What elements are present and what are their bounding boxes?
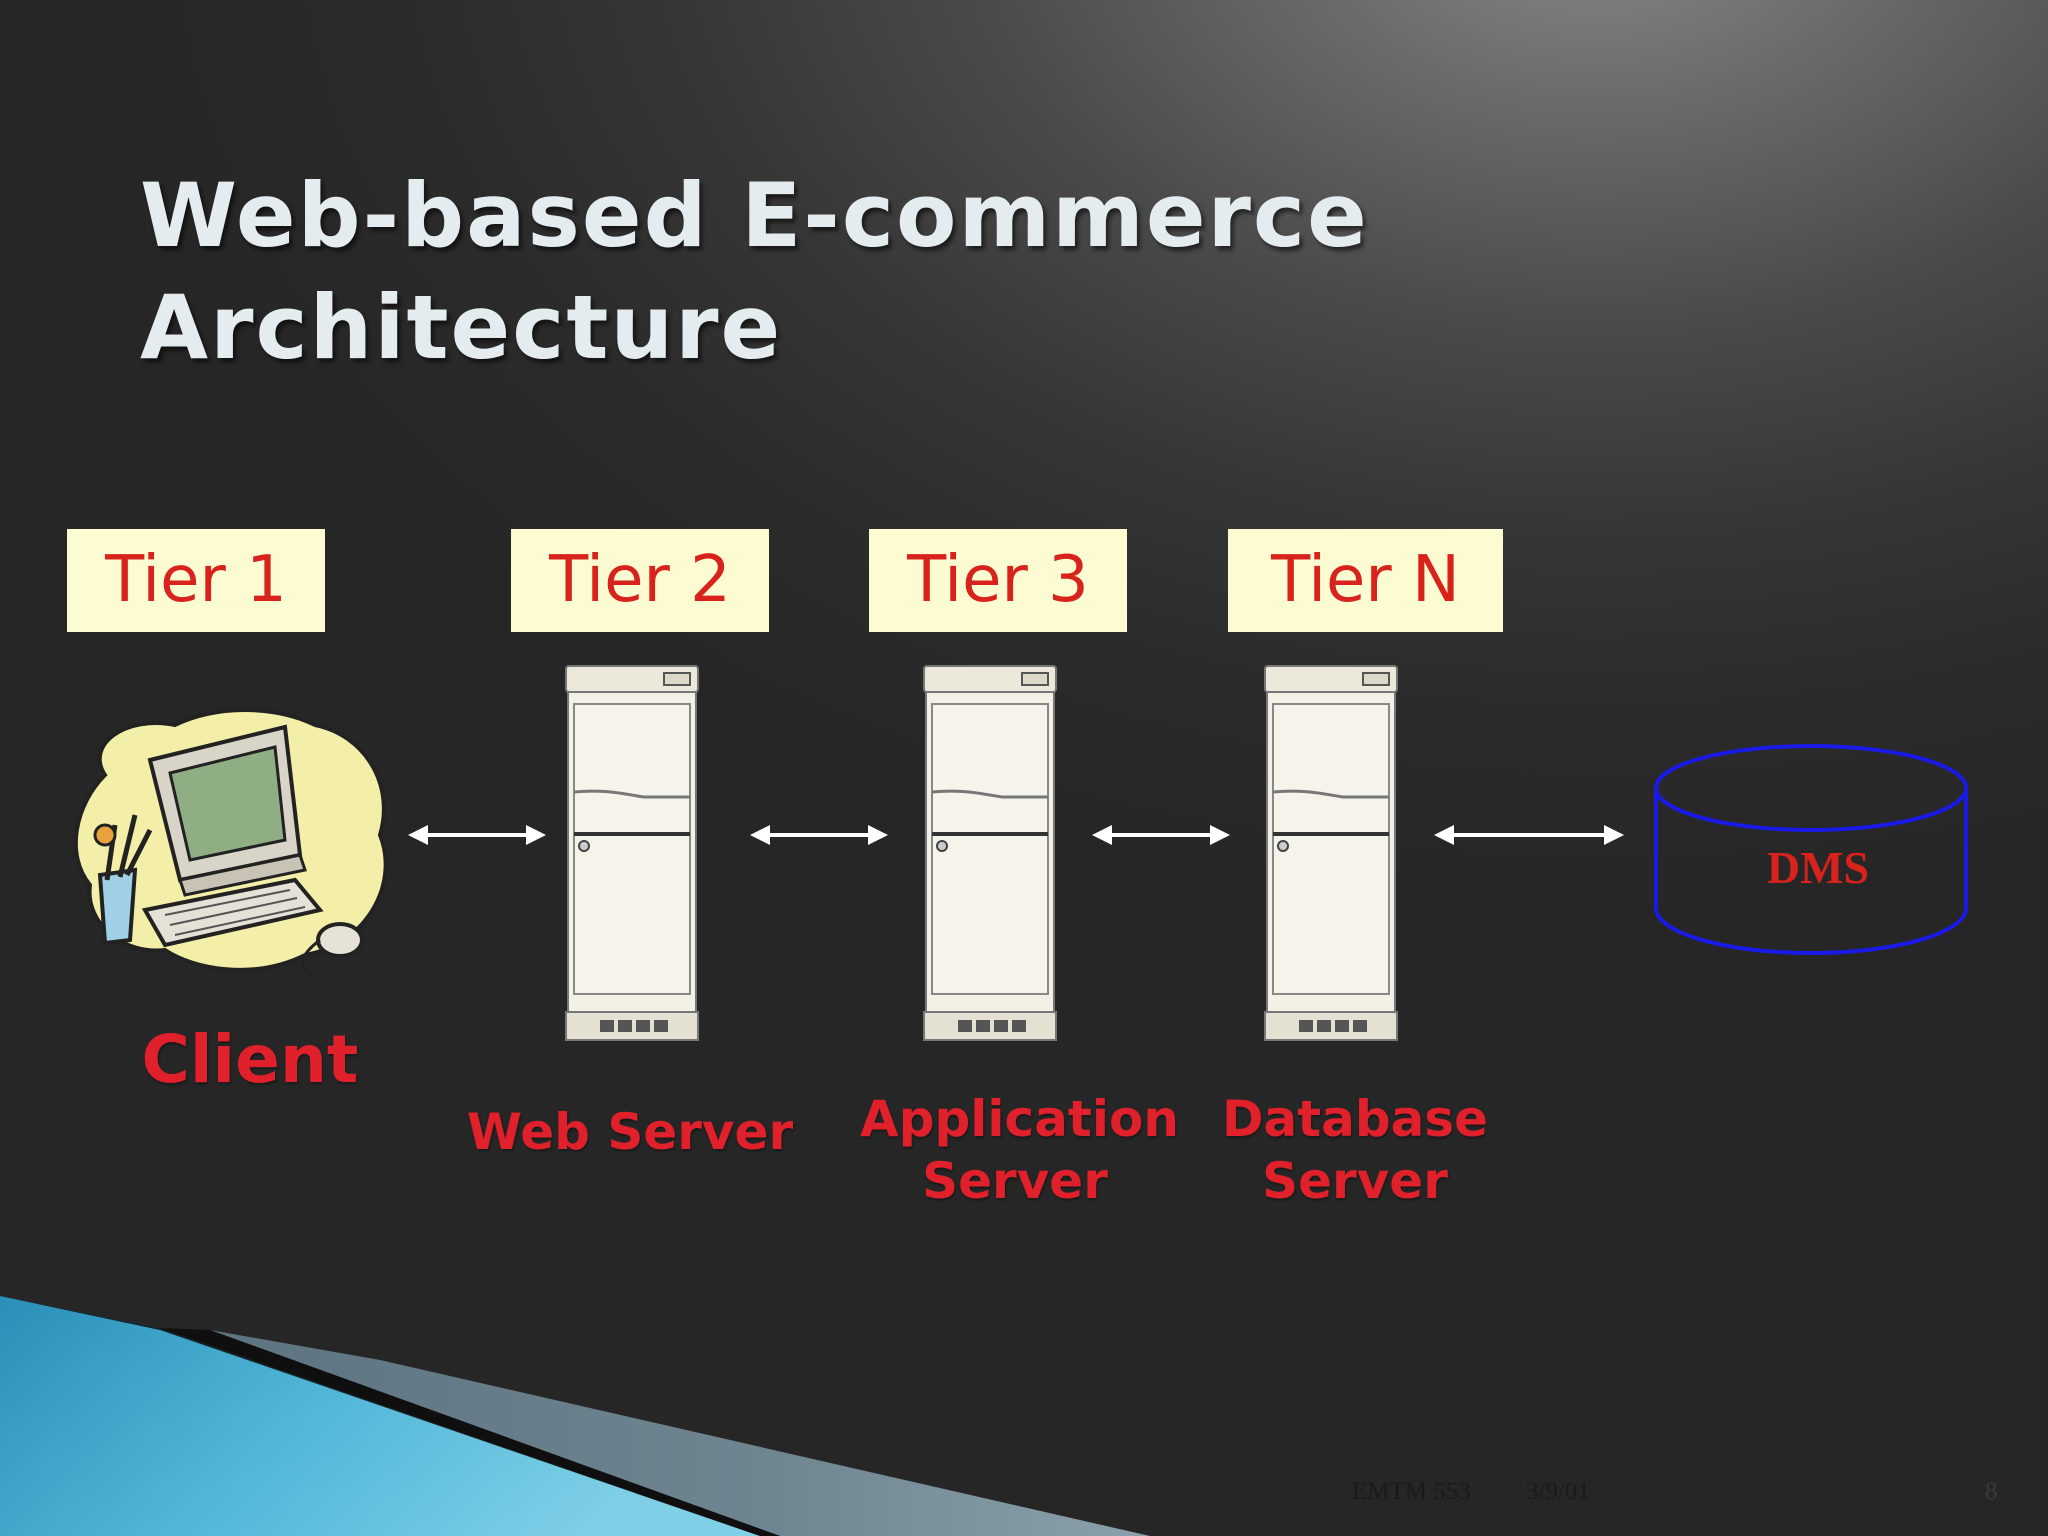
client-computer-icon xyxy=(73,708,388,977)
slide-title: Web-based E-commerce Architecture xyxy=(140,160,1369,384)
footer-page-number: 8 xyxy=(1985,1478,1998,1505)
web-server-icon xyxy=(565,665,699,1041)
footer-date: 3/9/01 xyxy=(1526,1478,1590,1505)
tier-3-box: Tier 3 xyxy=(869,529,1127,632)
database-server-label: Database Server xyxy=(1220,1088,1490,1212)
database-server-label-line-1: Database xyxy=(1221,1090,1489,1148)
dms-database-cylinder: DMS xyxy=(1654,744,1968,955)
slide-title-line-2: Architecture xyxy=(140,276,783,379)
application-server-icon xyxy=(923,665,1057,1041)
dms-label: DMS xyxy=(1767,842,1869,893)
slide-title-line-1: Web-based E-commerce xyxy=(140,164,1369,267)
application-server-label: Application Server xyxy=(860,1088,1179,1212)
application-server-label-line-1: Application xyxy=(860,1090,1179,1148)
tier-1-box: Tier 1 xyxy=(67,529,325,632)
application-server-label-line-2: Server xyxy=(922,1152,1108,1210)
database-server-label-line-2: Server xyxy=(1262,1152,1448,1210)
web-server-label: Web Server xyxy=(466,1103,794,1161)
database-server-icon xyxy=(1264,665,1398,1041)
tier-2-box: Tier 2 xyxy=(511,529,769,632)
tier-n-box: Tier N xyxy=(1228,529,1503,632)
footer-course: EMTM 553 xyxy=(1352,1478,1471,1505)
client-label: Client xyxy=(141,1021,359,1098)
